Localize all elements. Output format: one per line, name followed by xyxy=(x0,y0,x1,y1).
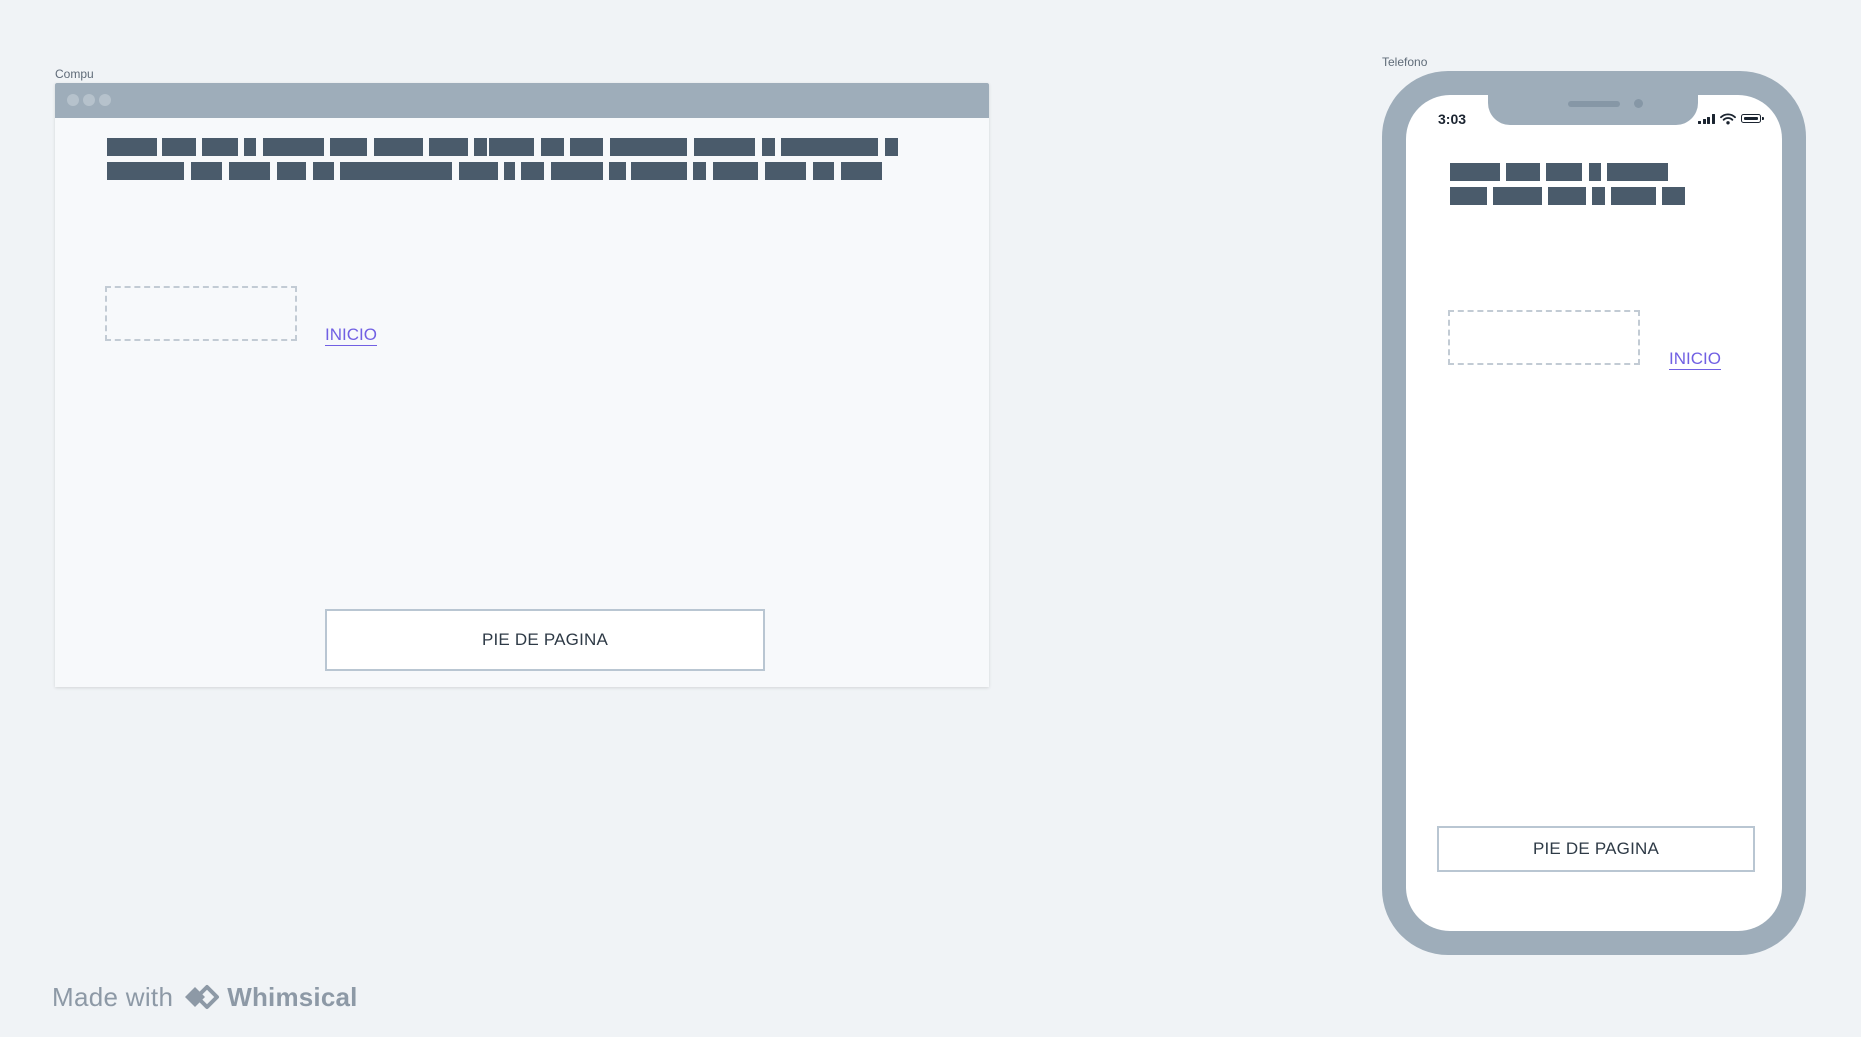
placeholder-text-block xyxy=(713,162,758,180)
image-placeholder xyxy=(1448,310,1640,365)
placeholder-text-block xyxy=(263,138,324,156)
desktop-browser-frame: INICIO PIE DE PAGINA xyxy=(55,83,989,687)
placeholder-text-block xyxy=(244,138,256,156)
status-time: 3:03 xyxy=(1438,111,1467,127)
placeholder-text-block xyxy=(1450,187,1487,205)
placeholder-text-block xyxy=(1592,187,1605,205)
placeholder-text-block xyxy=(1611,187,1656,205)
placeholder-text-block xyxy=(1450,163,1500,181)
watermark-brand: Whimsical xyxy=(227,981,358,1012)
inicio-link[interactable]: INICIO xyxy=(325,325,377,346)
wifi-icon xyxy=(1720,113,1736,125)
footer-box: PIE DE PAGINA xyxy=(325,609,765,671)
watermark-prefix: Made with xyxy=(52,981,174,1012)
placeholder-text-block xyxy=(570,138,603,156)
desktop-frame-label: Compu xyxy=(55,67,94,81)
placeholder-text-block xyxy=(541,138,564,156)
placeholder-text-block xyxy=(694,138,755,156)
placeholder-text-block xyxy=(521,162,544,180)
placeholder-text-block xyxy=(1493,187,1542,205)
speaker-icon xyxy=(1568,101,1620,107)
placeholder-text-block xyxy=(374,138,423,156)
footer-label: PIE DE PAGINA xyxy=(481,630,609,649)
footer-label: PIE DE PAGINA xyxy=(1532,839,1660,858)
placeholder-text-block xyxy=(330,138,367,156)
camera-icon xyxy=(1634,99,1643,108)
placeholder-text-block xyxy=(107,162,184,180)
placeholder-text-block xyxy=(202,138,238,156)
browser-dots-icon xyxy=(83,94,95,106)
placeholder-text-block xyxy=(277,162,306,180)
placeholder-text-block xyxy=(191,162,222,180)
placeholder-text-block xyxy=(1607,163,1668,181)
placeholder-text-block xyxy=(813,162,834,180)
image-placeholder xyxy=(105,286,297,341)
placeholder-text-block xyxy=(107,138,157,156)
placeholder-text-block xyxy=(781,138,878,156)
placeholder-text-block xyxy=(340,162,452,180)
signal-icon xyxy=(1698,114,1716,124)
placeholder-text-block xyxy=(551,162,603,180)
placeholder-text-block xyxy=(631,162,687,180)
placeholder-text-block xyxy=(841,162,882,180)
placeholder-text-block xyxy=(313,162,334,180)
made-with-whimsical-watermark[interactable]: Made with Whimsical xyxy=(52,981,358,1013)
phone-frame-label: Telefono xyxy=(1382,55,1428,69)
placeholder-text-block xyxy=(229,162,270,180)
browser-titlebar xyxy=(55,83,989,118)
phone-device-frame: 3:03 INICIO PIE DE PAGINA xyxy=(1382,71,1806,955)
placeholder-text-block xyxy=(765,162,806,180)
whimsical-logo-icon xyxy=(185,985,220,1009)
placeholder-text-block xyxy=(693,162,706,180)
placeholder-text-block xyxy=(489,138,534,156)
placeholder-text-block xyxy=(1546,163,1582,181)
placeholder-text-block xyxy=(885,138,898,156)
placeholder-text-block xyxy=(1589,163,1601,181)
phone-notch xyxy=(1488,95,1698,125)
inicio-link[interactable]: INICIO xyxy=(1669,349,1721,370)
placeholder-text-block xyxy=(459,162,498,180)
placeholder-text-block xyxy=(504,162,515,180)
placeholder-text-block xyxy=(610,138,687,156)
browser-dots-icon xyxy=(67,94,79,106)
footer-box: PIE DE PAGINA xyxy=(1437,826,1755,872)
placeholder-text-block xyxy=(609,162,626,180)
placeholder-text-block xyxy=(1662,187,1685,205)
browser-dots-icon xyxy=(99,94,111,106)
placeholder-text-block xyxy=(474,138,487,156)
phone-screen: 3:03 INICIO PIE DE PAGINA xyxy=(1406,95,1782,931)
placeholder-text-block xyxy=(1506,163,1540,181)
placeholder-text-block xyxy=(762,138,775,156)
placeholder-text-block xyxy=(429,138,468,156)
placeholder-text-block xyxy=(1548,187,1586,205)
battery-icon xyxy=(1741,114,1765,124)
placeholder-text-block xyxy=(162,138,196,156)
